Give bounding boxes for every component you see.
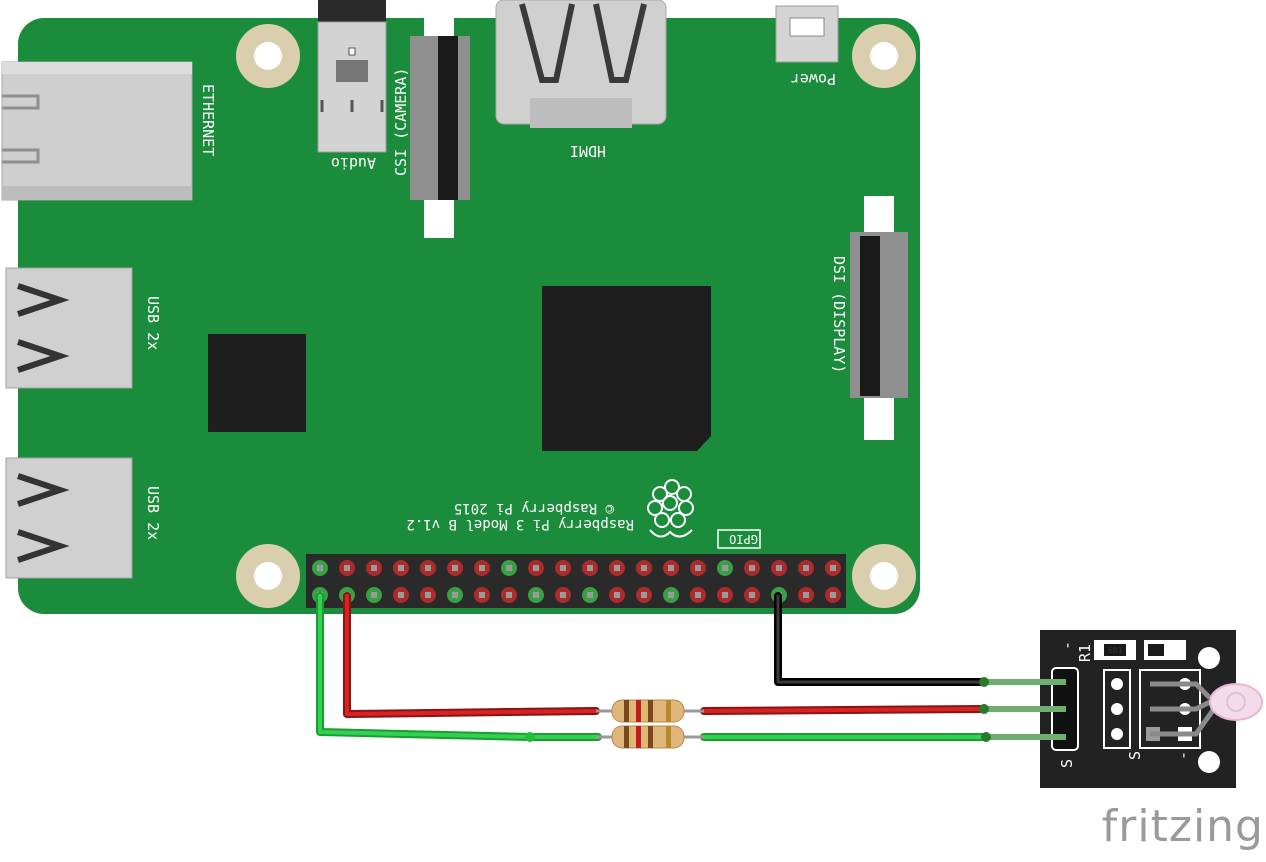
gpio-pin-square (722, 592, 728, 598)
power-label: Power (791, 70, 836, 88)
gpio-pin-square (560, 592, 566, 598)
gpio-pin-square (722, 565, 728, 571)
gpio-label: GPIO (729, 532, 758, 546)
gpio-pin-square (668, 565, 674, 571)
mount-hole (852, 544, 916, 608)
gpio-pin-square (506, 592, 512, 598)
gpio-header (306, 554, 846, 608)
ethernet-port (1, 61, 193, 201)
small-chip (208, 334, 306, 432)
gpio-pin-square (344, 565, 350, 571)
gpio-pin-square (749, 565, 755, 571)
usb-port (5, 267, 133, 389)
resistor (596, 725, 704, 749)
gpio-pin-square (479, 565, 485, 571)
module-minus-top-label: - (1058, 641, 1076, 650)
usb-port (5, 457, 133, 579)
gpio-pin-square (398, 565, 404, 571)
module-minus-right-label: - (1174, 751, 1192, 760)
gpio-pin-square (371, 592, 377, 598)
gpio-pin-square (641, 592, 647, 598)
gpio-pin-square (749, 592, 755, 598)
mount-hole (852, 24, 916, 88)
gpio-pin-square (560, 565, 566, 571)
mount-hole (236, 544, 300, 608)
gpio-pin-square (776, 565, 782, 571)
wire-green (316, 592, 990, 742)
usb2-label: USB 2x (144, 486, 162, 540)
gpio-pin-square (452, 592, 458, 598)
dsi-connector (850, 196, 908, 440)
module-resistor-code: 681 (1108, 646, 1123, 655)
wire-red (343, 592, 988, 718)
board-copyright: © Raspberry Pi 2015 (454, 500, 614, 516)
gpio-pins (312, 560, 841, 603)
audio-label: Audio (331, 154, 376, 172)
csi-label: CSI (CAMERA) (392, 68, 410, 176)
gpio-pin-square (533, 592, 539, 598)
gpio-pin-square (479, 592, 485, 598)
module-pin-ends (979, 677, 991, 742)
gpio-pin-square (371, 565, 377, 571)
audio-jack (317, 0, 387, 153)
gpio-pin-square (668, 592, 674, 598)
power-port (775, 5, 839, 63)
gpio-pin-square (641, 565, 647, 571)
usb1-label: USB 2x (144, 296, 162, 350)
raspberry-logo-icon (647, 479, 694, 538)
gpio-pin-square (317, 565, 323, 571)
gpio-pin-square (398, 592, 404, 598)
gpio-pin-square (695, 565, 701, 571)
led-icon (1209, 683, 1263, 721)
csi-connector (410, 18, 470, 238)
gpio-pin-square (830, 592, 836, 598)
module-r1-label: R1 (1076, 644, 1094, 662)
gpio-pin-square (614, 592, 620, 598)
led-module (1040, 630, 1236, 788)
soc-chip (542, 286, 711, 451)
gpio-pin-square (803, 592, 809, 598)
gpio-pin-square (587, 565, 593, 571)
gpio-pin-square (695, 592, 701, 598)
resistor (596, 699, 704, 723)
gpio-pin-square (614, 565, 620, 571)
module-s-label: S (1058, 759, 1076, 768)
hdmi-port (495, 0, 667, 128)
ethernet-label: ETHERNET (199, 84, 217, 156)
wire-black (774, 592, 988, 686)
fritzing-logo: fritzing (1101, 801, 1264, 852)
gpio-pin-square (830, 565, 836, 571)
gpio-pin-square (587, 592, 593, 598)
module-s-mid-label: S (1126, 751, 1144, 760)
board-name: Raspberry Pi 3 Model B v1.2 (406, 516, 634, 532)
gpio-pin-square (803, 565, 809, 571)
gpio-pin-square (425, 565, 431, 571)
hdmi-label: HDMI (570, 142, 606, 160)
module-pin-tails (984, 679, 1066, 740)
gpio-pin-square (506, 565, 512, 571)
gpio-pin-square (533, 565, 539, 571)
gpio-pin-square (452, 565, 458, 571)
raspberry-pi-board (18, 18, 920, 614)
gpio-pin-square (425, 592, 431, 598)
mount-hole (236, 24, 300, 88)
dsi-label: DSI (DISPLAY) (830, 256, 848, 373)
